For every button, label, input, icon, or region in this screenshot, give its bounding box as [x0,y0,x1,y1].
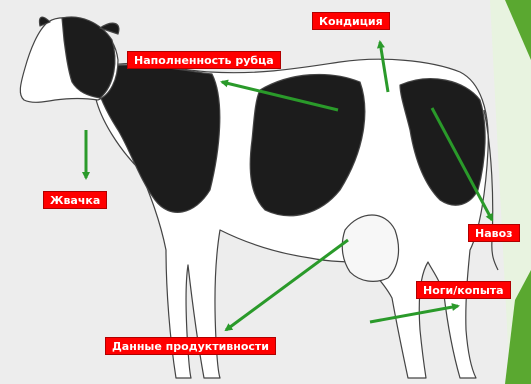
label-legs-hooves: Ноги/копыта [416,281,511,299]
cow-patch-front [95,65,220,213]
label-productivity: Данные продуктивности [105,337,276,355]
label-rumination: Жвачка [43,191,107,209]
corner-decoration [490,0,531,384]
label-manure: Навоз [468,224,520,242]
label-rumen-fill: Наполненность рубца [127,51,281,69]
label-condition: Кондиция [312,12,390,30]
cow-udder [342,215,398,281]
